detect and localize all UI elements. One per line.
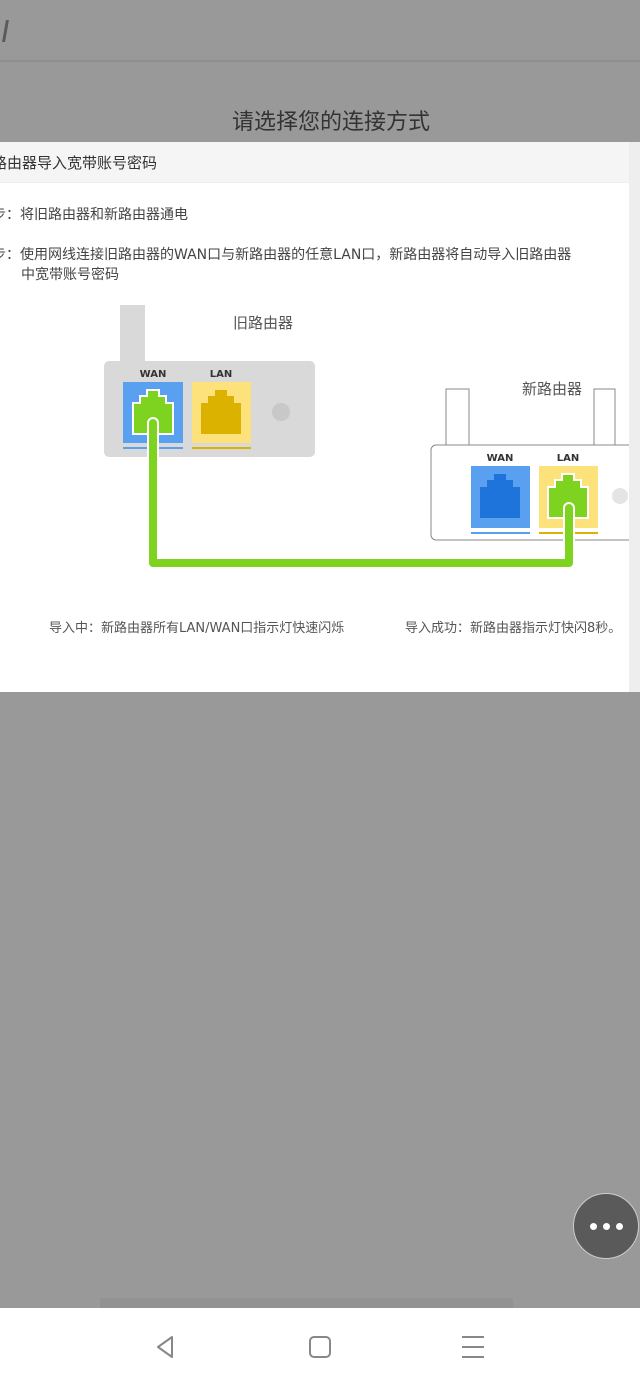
step-2: 步：使用网线连接旧路由器的WAN口与新路由器的任意LAN口，新路由器将自动导入旧… (0, 245, 571, 265)
new-wan-label: WAN (487, 453, 514, 464)
system-nav-bar (0, 1308, 640, 1387)
old-router-led (272, 403, 290, 421)
new-router: 新路由器 WAN LAN (430, 380, 629, 541)
bottom-handle (100, 1298, 513, 1308)
connection-diagram: 旧路由器 WAN LAN 新路由器 WAN LAN (104, 305, 629, 569)
dot-icon (589, 1222, 597, 1230)
page-title: 请选择您的连接方式 (231, 110, 430, 135)
step-2-continued: 中宽带账号密码 (21, 267, 119, 283)
more-button[interactable] (573, 1193, 639, 1259)
back-arrow-icon[interactable] (0, 20, 9, 42)
dot-icon (602, 1222, 610, 1230)
back-icon[interactable] (152, 1332, 182, 1362)
step-text: 使用网线连接旧路由器的WAN口与新路由器的任意LAN口，新路由器将自动导入旧路由… (20, 247, 572, 263)
new-lan-plug (547, 473, 589, 519)
dot-icon (615, 1222, 623, 1230)
menu-icon[interactable] (458, 1332, 488, 1362)
panel-scroll-strip (629, 142, 640, 692)
note-success: 导入成功：新路由器指示灯快闪8秒。 (405, 621, 622, 636)
new-wan-jack (480, 474, 520, 518)
panel-header: 路由器导入宽带账号密码 (0, 142, 629, 183)
new-router-led (612, 488, 628, 504)
new-lan-label: LAN (557, 453, 579, 464)
old-lan-label: LAN (210, 369, 232, 380)
instruction-panel: 路由器导入宽带账号密码 步：将旧路由器和新路由器通电 步：使用网线连接旧路由器的… (0, 142, 629, 692)
step-prefix: 步： (0, 247, 20, 263)
top-bar (0, 0, 640, 62)
old-router-label: 旧路由器 (233, 314, 293, 332)
panel-heading: 路由器导入宽带账号密码 (0, 154, 158, 172)
old-router-antenna (120, 305, 145, 365)
network-cable (149, 419, 573, 567)
old-lan-jack (201, 390, 241, 434)
new-router-antenna-left (445, 388, 470, 447)
home-icon[interactable] (305, 1332, 335, 1362)
step-prefix: 步： (0, 207, 20, 223)
old-wan-label: WAN (140, 369, 167, 380)
old-wan-plug (132, 389, 174, 435)
note-importing: 导入中：新路由器所有LAN/WAN口指示灯快速闪烁 (49, 621, 345, 636)
step-1: 步：将旧路由器和新路由器通电 (0, 205, 188, 225)
new-router-label: 新路由器 (522, 380, 582, 398)
new-router-antenna-right (593, 388, 616, 447)
step-text: 将旧路由器和新路由器通电 (20, 207, 188, 223)
old-router: 旧路由器 WAN LAN (104, 305, 315, 457)
